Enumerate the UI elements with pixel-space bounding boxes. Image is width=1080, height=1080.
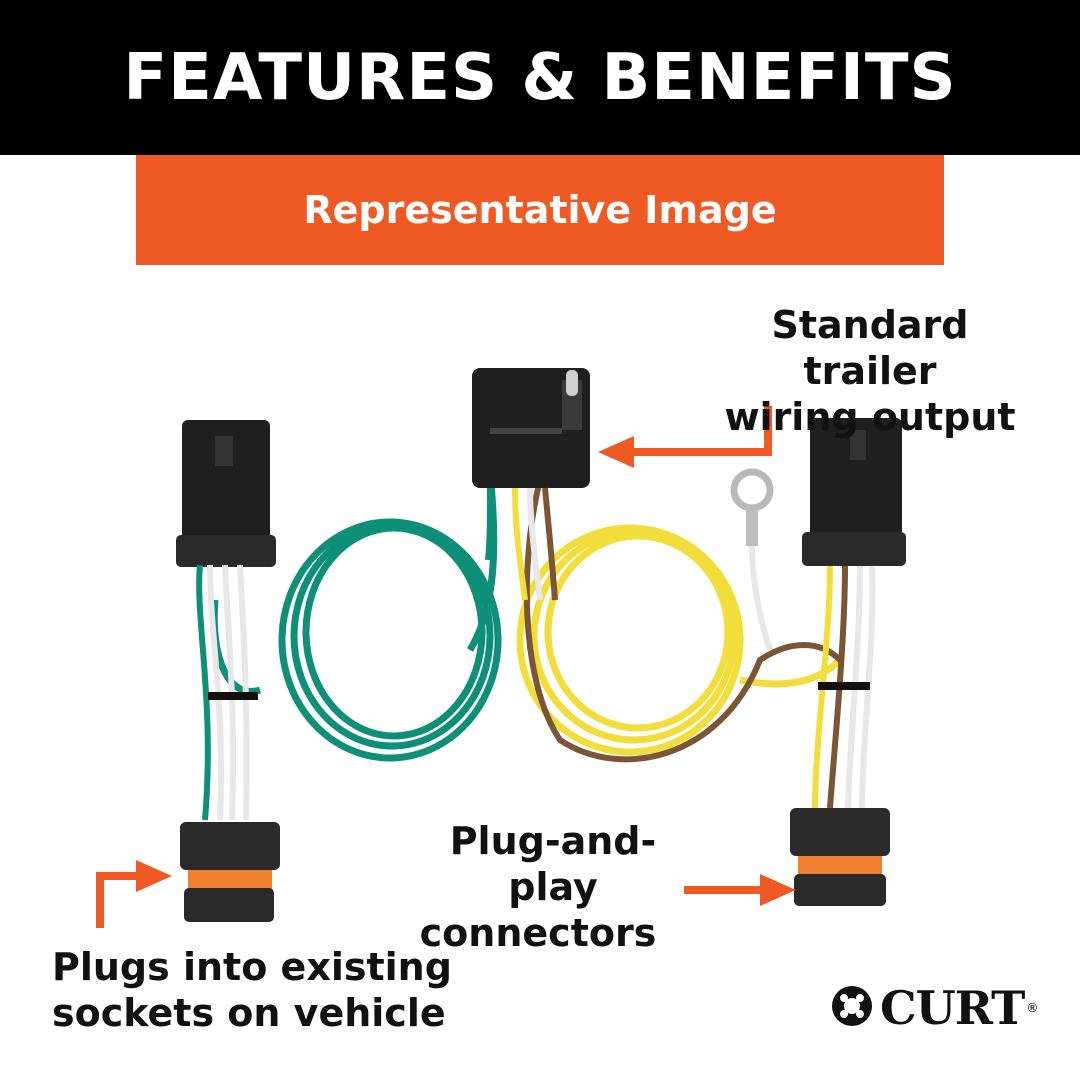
representative-image-banner: Representative Image [136, 155, 944, 265]
header-bar: FEATURES & BENEFITS [0, 0, 1080, 155]
callout-line: wiring output [724, 395, 1016, 439]
page-title: FEATURES & BENEFITS [123, 40, 957, 115]
left-vehicle-connector [176, 420, 276, 567]
right-plug-connector [790, 808, 890, 906]
green-wire-coil [210, 469, 502, 762]
callout-line: Plugs into existing [52, 945, 452, 989]
four-flat-connector [472, 368, 590, 488]
arrow-to-four-flat [598, 406, 772, 468]
banner-label: Representative Image [303, 188, 777, 232]
plugs-into-callout: Plugs into existing sockets on vehicle [52, 944, 472, 1036]
callout-line: Plug-and-play [449, 819, 657, 909]
yellow-wire-coil [516, 524, 843, 756]
left-plug-connector [180, 822, 280, 922]
left-zip-tie [208, 692, 258, 700]
plug-and-play-callout: Plug-and-play connectors [408, 818, 698, 956]
center-connector-wires [485, 487, 558, 601]
ground-ring-terminal [730, 468, 774, 651]
registered-mark: ® [1026, 1001, 1039, 1015]
right-zip-tie [818, 682, 870, 690]
callout-line: sockets on vehicle [52, 991, 446, 1035]
arrow-to-right-plug [684, 874, 796, 906]
left-connector-wires [196, 564, 250, 821]
arrow-to-left-plug [96, 860, 172, 928]
callout-line: connectors [419, 911, 657, 955]
callout-line: Standard trailer [771, 303, 969, 393]
brand-name: CURT [880, 981, 1025, 1035]
right-vehicle-connector [802, 418, 906, 566]
curt-logo-mark [832, 986, 872, 1026]
brand-logo: CURT ® [880, 980, 1038, 1036]
standard-output-callout: Standard trailer wiring output [700, 302, 1040, 440]
